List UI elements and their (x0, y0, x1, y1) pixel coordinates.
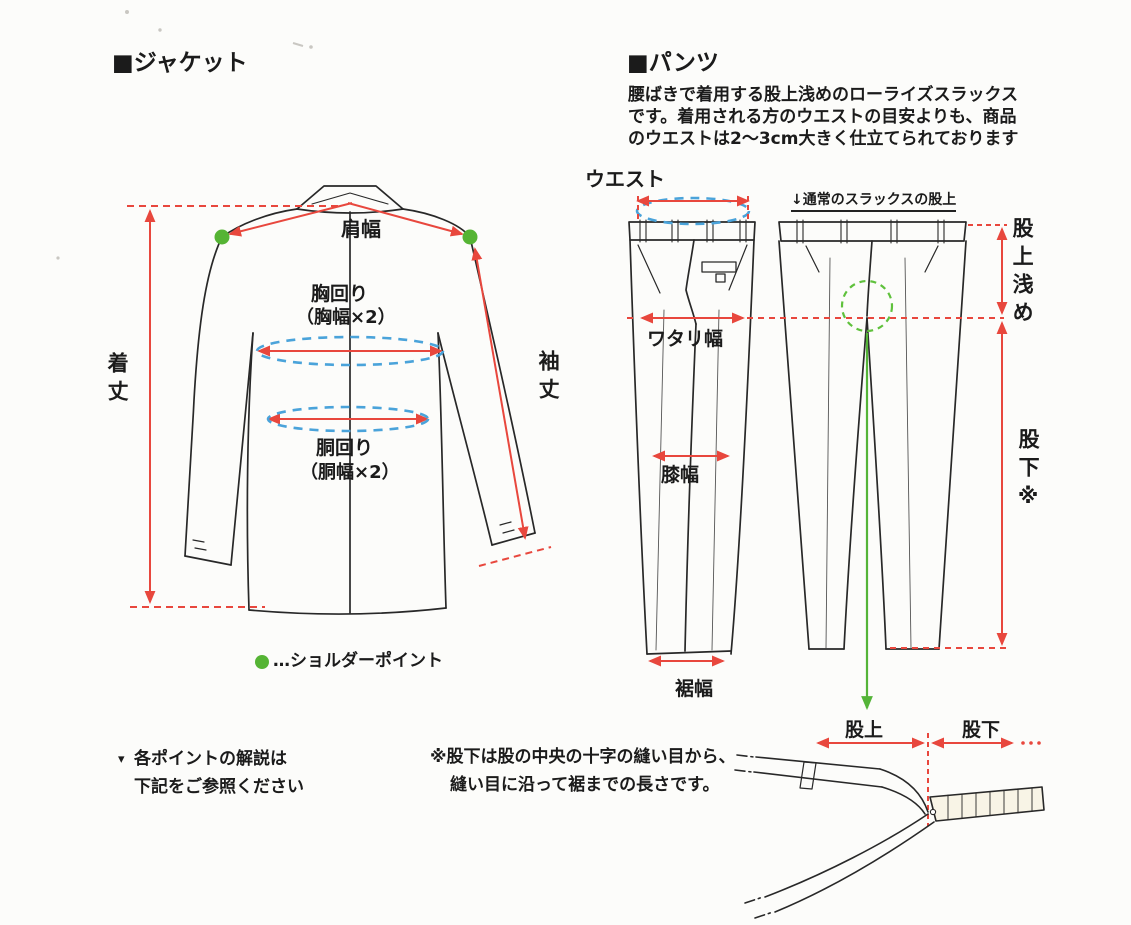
waist-round-sub-label: （胴幅×2） (300, 462, 400, 483)
torso-guide-ellipse (266, 405, 430, 433)
shoulder-point-legend-dot-icon (255, 655, 269, 669)
seam-tape (929, 786, 1045, 822)
inseam-note-line1: ※股下は股の中央の十字の縫い目から、 (430, 747, 736, 767)
pants-measure-arrows (627, 195, 1041, 826)
crotch-highlight-circle (840, 279, 894, 333)
jacket-title: ■ジャケット (112, 50, 248, 76)
chest-round-label: 胸回り (311, 283, 369, 305)
shoulder-point-legend-text: …ショルダーポイント (273, 651, 443, 671)
pointer-icon: ▾ (118, 752, 125, 767)
jacket-drawing (184, 185, 536, 615)
waist-round-label: 胴回り (316, 437, 374, 459)
inseam-note-line2: 縫い目に沿って裾までの長さです。 (450, 775, 720, 795)
knee-width-label: 膝幅 (661, 464, 700, 486)
pants-title: ■パンツ (627, 50, 719, 76)
pants-desc-line1: 腰ばきで着用する股上浅めのローライズスラックス (628, 85, 1018, 105)
pants-front-drawing (628, 219, 756, 655)
jacket-note-line1: 各ポイントの解説は (134, 749, 287, 769)
jacket-note-line2: 下記をご参照ください (134, 777, 304, 797)
pants-desc-line2: です。着用される方のウエストの目安よりも、商品 (628, 107, 1017, 127)
shoulder-width-label: 肩幅 (341, 217, 381, 241)
chest-guide-ellipse (255, 335, 445, 367)
inseam-label: 股下※ (1016, 428, 1041, 515)
waist-label: ウエスト (585, 167, 665, 191)
pants-desc-line3: のウエストは2～3cm大きく仕立てられております (628, 129, 1019, 149)
shoulder-width-arrow-right (347, 202, 464, 237)
shallow-rise-label: 股上浅め (1010, 217, 1035, 329)
scan-artifacts (56, 10, 313, 260)
thigh-width-label: ワタリ幅 (647, 328, 724, 350)
sleeve-length-label: 袖丈 (536, 350, 561, 406)
sleeve-length-arrow (471, 247, 529, 540)
chest-round-sub-label: （胸幅×2） (296, 307, 396, 328)
crotch-detail-drawing (734, 754, 1045, 919)
normal-rise-label: ↓通常のスラックスの股上 (791, 192, 957, 213)
pants-back-drawing (778, 219, 967, 650)
body-length-label: 着丈 (105, 352, 130, 408)
detail-inseam-label: 股下 (962, 719, 1001, 741)
jacket-guide-ellipses (255, 335, 445, 433)
shoulder-width-arrow-left (228, 202, 353, 237)
shoulder-point-left (214, 229, 230, 245)
hem-width-label: 裾幅 (675, 678, 714, 700)
jacket-measure-arrows (127, 202, 552, 608)
detail-rise-label: 股上 (845, 719, 884, 741)
shoulder-point-right (462, 229, 478, 245)
